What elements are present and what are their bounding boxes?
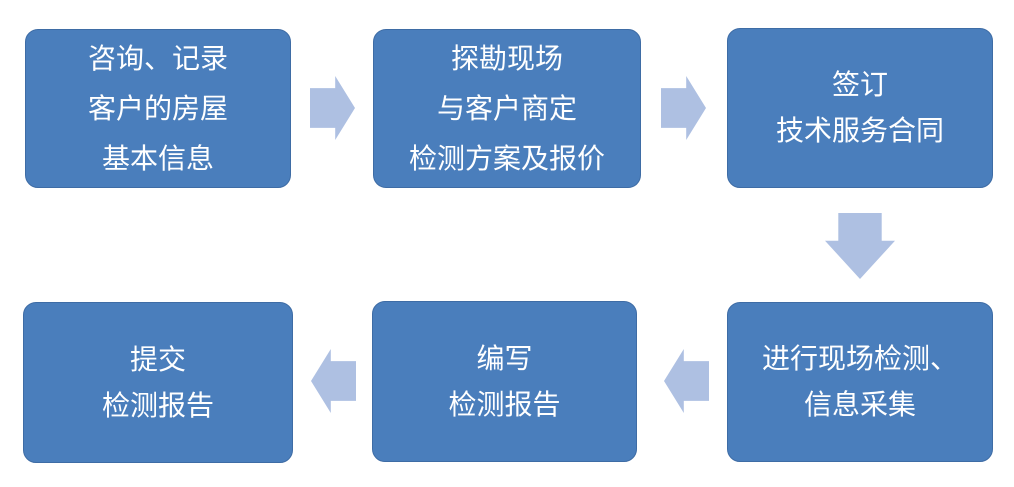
flow-node-submit-report: 提交 检测报告 [23, 302, 293, 463]
node-text-line: 进行现场检测、 [761, 343, 958, 374]
flow-node-site-survey-quote: 探勘现场 与客户商定 检测方案及报价 [373, 29, 641, 188]
node-text-line: 检测报告 [448, 388, 561, 420]
flow-node-write-report: 编写 检测报告 [372, 301, 637, 462]
node-text-line: 检测方案及报价 [408, 142, 605, 174]
flow-node-onsite-detection: 进行现场检测、 信息采集 [727, 302, 993, 462]
arrow-right-icon [661, 76, 706, 140]
arrow-left-icon [311, 349, 356, 413]
node-text-line: 编写 [476, 342, 533, 374]
arrow-left-icon [664, 349, 709, 413]
flow-node-sign-contract: 签订 技术服务合同 [727, 28, 993, 188]
node-text-line: 咨询、记录 [87, 42, 228, 74]
arrow-right-icon [310, 76, 355, 140]
node-text-line: 客户的房屋 [87, 92, 228, 124]
node-text-line: 提交 [129, 343, 186, 375]
node-text-line: 信息采集 [803, 389, 916, 420]
node-text-line: 签订 [831, 69, 888, 100]
arrow-down-icon [825, 213, 895, 279]
node-text-line: 检测报告 [101, 389, 214, 421]
node-text-line: 探勘现场 [450, 42, 563, 74]
node-text-line: 基本信息 [101, 142, 214, 174]
node-text-line: 技术服务合同 [775, 115, 944, 146]
node-text-line: 与客户商定 [436, 92, 577, 124]
flow-node-consult-record: 咨询、记录 客户的房屋 基本信息 [25, 29, 291, 188]
